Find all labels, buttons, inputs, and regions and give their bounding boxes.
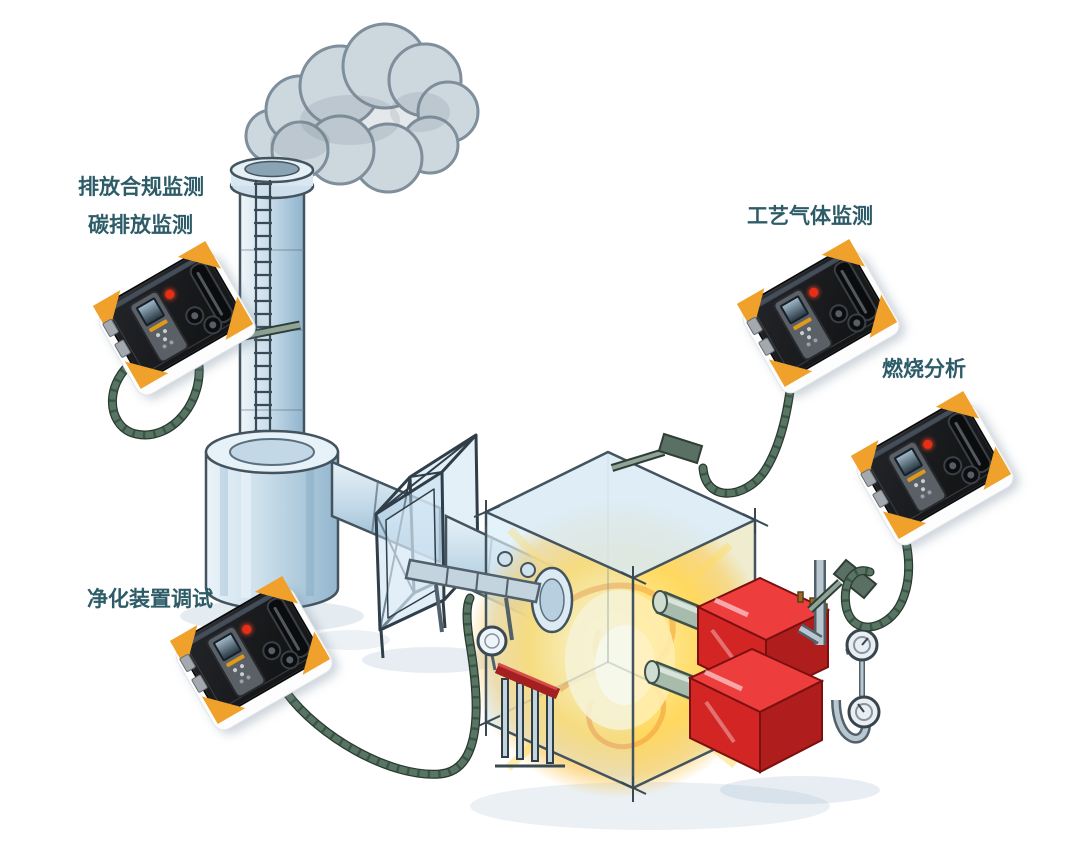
chimney-stack xyxy=(229,156,315,454)
controller-keys xyxy=(155,332,161,338)
chamber-gauge xyxy=(476,625,508,671)
corner-ticks xyxy=(473,500,769,802)
label-process-gas: 工艺气体监测 xyxy=(747,205,873,228)
label-purification-tuning: 净化装置调试 xyxy=(87,588,213,611)
chamber-top-probe xyxy=(610,432,704,472)
pressure-gauges xyxy=(797,560,881,744)
chimney-ladder xyxy=(254,180,272,448)
label-combustion-analysis: 燃烧分析 xyxy=(882,358,966,381)
pipe-manifold xyxy=(494,662,565,768)
sampling-probes xyxy=(108,320,914,779)
duct-probe-bracket xyxy=(404,558,542,641)
label-carbon-emission: 碳排放监测 xyxy=(88,214,193,237)
duct-support-frame xyxy=(374,433,480,659)
burner-units xyxy=(644,560,881,774)
label-emission-compliance: 排放合规监测 xyxy=(78,176,204,199)
